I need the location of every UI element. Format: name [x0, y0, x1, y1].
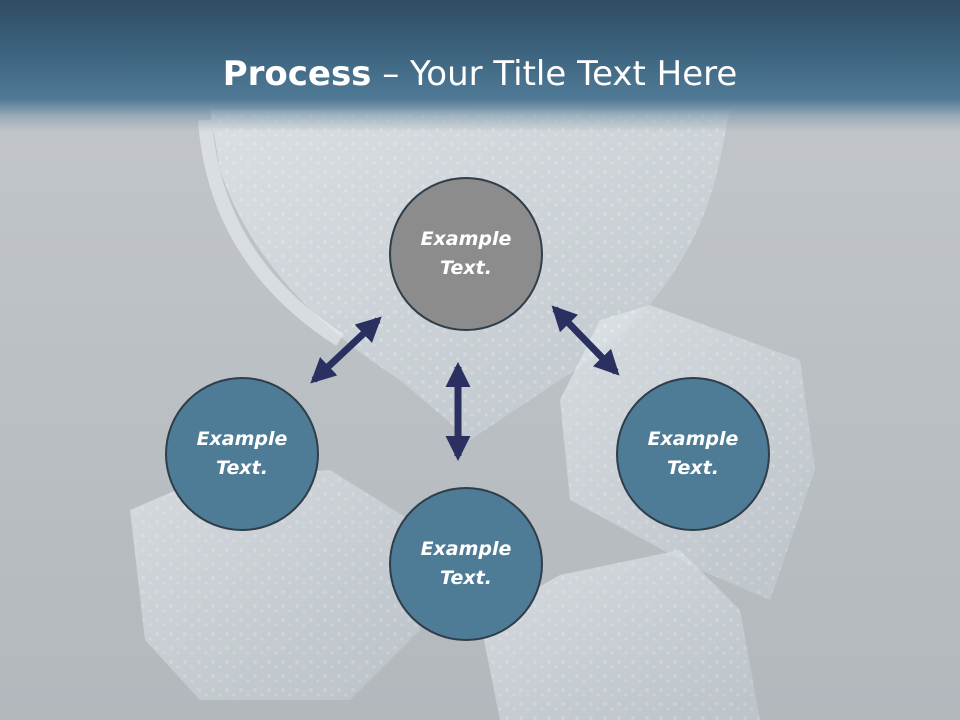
process-node-right[interactable]: Example Text.: [616, 377, 770, 531]
arrow-top-right: [551, 305, 620, 376]
node-top-label: Example Text.: [420, 228, 512, 279]
process-node-bottom[interactable]: Example Text.: [389, 487, 543, 641]
title-bold: Process: [222, 54, 372, 94]
title-rest: – Your Title Text Here: [371, 54, 738, 94]
slide-title: Process – Your Title Text Here: [0, 52, 960, 96]
node-bottom-label: Example Text.: [420, 538, 512, 589]
process-node-left[interactable]: Example Text.: [165, 377, 319, 531]
node-left-label: Example Text.: [196, 428, 288, 479]
node-right-label: Example Text.: [647, 428, 739, 479]
arrow-top-left: [310, 316, 382, 384]
process-node-top[interactable]: Example Text.: [389, 177, 543, 331]
title-bar: Process – Your Title Text Here: [0, 0, 960, 132]
